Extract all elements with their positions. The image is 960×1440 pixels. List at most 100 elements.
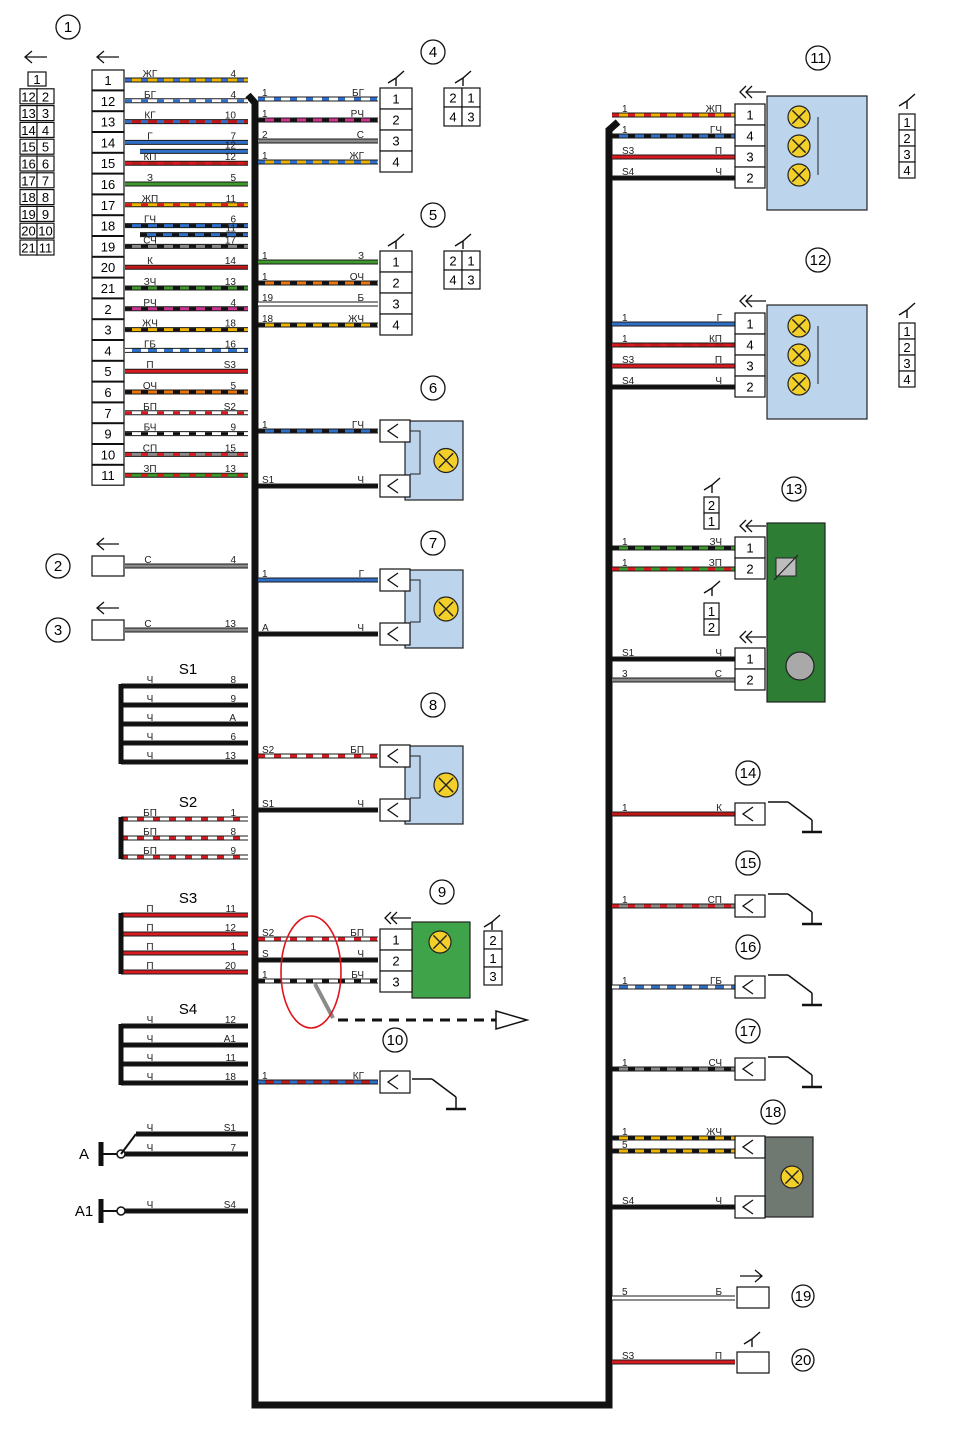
- pin-cell: [36, 222, 55, 239]
- component-number: 19: [795, 1288, 812, 1305]
- wire-source-label: S4: [622, 167, 635, 178]
- component-number: 8: [429, 697, 437, 714]
- ground-name: A1: [75, 1203, 93, 1220]
- wire-source-label: 1: [262, 272, 268, 283]
- wire-color-label: ЖЧ: [142, 319, 158, 330]
- pin-number: 3: [392, 134, 399, 149]
- pin-number: 1: [903, 115, 910, 130]
- component-number-circle: [735, 760, 761, 786]
- lamp-cross: [791, 376, 807, 392]
- wire-destination-label: 6: [230, 215, 236, 226]
- wire-color-label: П: [146, 904, 153, 915]
- wire-color-label: СП: [708, 895, 722, 906]
- wire-color-label: Ч: [147, 1072, 154, 1083]
- wire-source-label: 5: [622, 1140, 628, 1151]
- wire-color-label: ОЧ: [350, 272, 364, 283]
- pin-number: 2: [104, 302, 111, 317]
- wire-source-label: 1: [622, 313, 628, 324]
- pin-number: 1: [392, 933, 399, 948]
- pin-cell: [91, 464, 125, 486]
- wire-destination-label: 13: [225, 277, 237, 288]
- wire-destination-label: 4: [230, 298, 236, 309]
- socket-terminal: [734, 1135, 766, 1159]
- wire-color-label: Ч: [715, 167, 722, 178]
- wire-color-label: П: [146, 942, 153, 953]
- pin-number: 1: [467, 254, 474, 269]
- wire-source-label: 1: [622, 1058, 628, 1069]
- pin-number: 1: [903, 324, 910, 339]
- wire-color-label: БГ: [144, 90, 157, 101]
- motor-icon: [785, 651, 815, 681]
- wire-source-label: 1: [622, 976, 628, 987]
- component-number-circle: [781, 476, 807, 502]
- pin-number: 10: [101, 447, 115, 462]
- switch-icon: [787, 974, 813, 994]
- component-number: 10: [387, 1032, 404, 1049]
- wire-color-label: РЧ: [143, 298, 156, 309]
- wire-destination-label: 11: [226, 224, 237, 235]
- wire-color-label: П: [715, 146, 722, 157]
- wire-color-label: Ч: [715, 1196, 722, 1207]
- wire-color-label: З: [358, 251, 364, 262]
- wire-color-label: К: [147, 256, 153, 267]
- wire-source-label: 1: [262, 970, 268, 981]
- wire-destination-label: 16: [225, 339, 237, 350]
- splice-name: S2: [179, 794, 197, 811]
- pin-cell: [36, 88, 55, 105]
- switch-icon: [431, 1078, 457, 1098]
- wire-destination-label: 15: [225, 443, 237, 454]
- pin-number: 5: [104, 364, 111, 379]
- wire-color-label: П: [715, 355, 722, 366]
- lamp-cross: [791, 167, 807, 183]
- wire-destination-label: S2: [224, 402, 237, 413]
- wire-color-label: Ч: [147, 694, 154, 705]
- pin-number: 6: [104, 385, 111, 400]
- component-number: 1: [64, 19, 72, 36]
- component-number: 17: [740, 1023, 757, 1040]
- arrow-right-icon: [495, 1010, 530, 1030]
- pin-cell: [379, 150, 413, 173]
- socket-terminal-mark: [386, 572, 399, 588]
- ground-link: [120, 1133, 137, 1155]
- wire-destination-label: 6: [230, 732, 236, 743]
- pin-cell: [91, 256, 125, 278]
- wire-destination-label: 20: [225, 961, 237, 972]
- wire-destination-label: A1: [224, 1034, 237, 1045]
- pin-cell: [379, 970, 413, 993]
- component-number-circle: [420, 202, 446, 228]
- pin-number: 2: [746, 562, 753, 577]
- wire-source-label: 18: [262, 314, 274, 325]
- component-number-circle: [45, 617, 71, 643]
- pin-number: 10: [38, 224, 52, 239]
- wire-destination-label: 1: [230, 942, 236, 953]
- wire-source-label: 1: [622, 895, 628, 906]
- lamp-cross: [438, 452, 454, 469]
- pin-number: 17: [21, 173, 35, 188]
- double-arrow-icon: [739, 630, 747, 644]
- pin-number: 4: [104, 343, 111, 358]
- component-number: 7: [429, 535, 437, 552]
- wire-destination-label: 18: [225, 1072, 237, 1083]
- socket-terminal: [379, 744, 411, 768]
- splice-name: S3: [179, 890, 197, 907]
- wire-destination-label: 17: [225, 235, 237, 246]
- wire-color-label: Ч: [715, 376, 722, 387]
- wire-color-label: Г: [717, 313, 723, 324]
- pin-cell: [36, 121, 55, 139]
- wire-color-label: ЗЧ: [144, 277, 157, 288]
- double-arrow-icon: [739, 294, 747, 308]
- wire-source-label: 3: [622, 669, 628, 680]
- pin-cell: [734, 375, 766, 398]
- wire-color-label: Ч: [147, 1034, 154, 1045]
- wire-destination-label: 13: [225, 751, 237, 762]
- pin-number: 4: [746, 129, 753, 144]
- pin-number: 14: [101, 135, 115, 150]
- wire-source-label: S3: [622, 1351, 635, 1362]
- wire-color-label: Ч: [147, 713, 154, 724]
- wire-destination-label: 7: [230, 1143, 236, 1154]
- pin-cell: [91, 152, 125, 174]
- pin-cell: [36, 104, 55, 122]
- component-number-circle: [735, 1018, 761, 1044]
- pin-number: 19: [21, 207, 35, 222]
- arrow-left-icon: [96, 601, 105, 615]
